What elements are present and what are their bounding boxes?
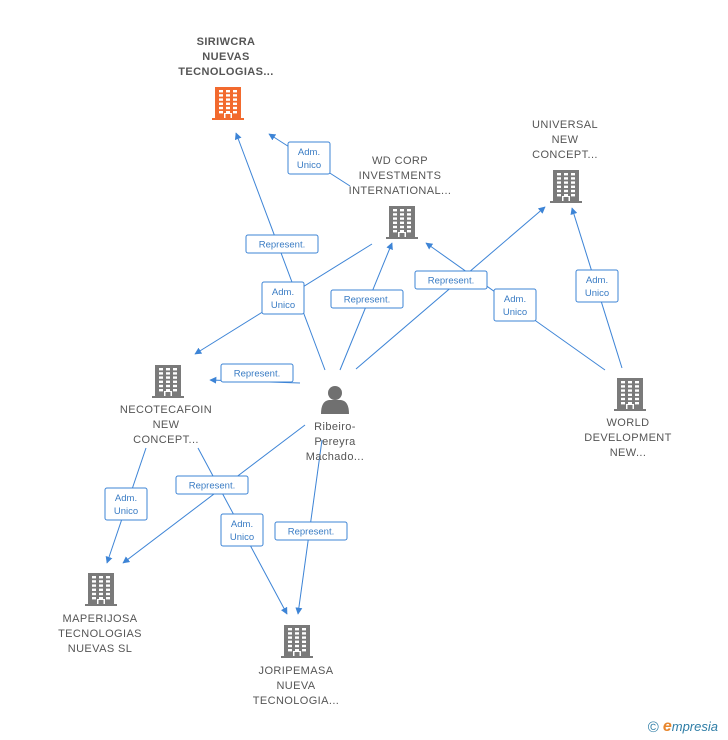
edge-label-box (414, 270, 488, 290)
building-icon[interactable] (550, 170, 582, 203)
edge-label: Represent. (220, 363, 294, 383)
copyright-symbol: © (647, 718, 659, 736)
edge-label-box (104, 487, 148, 521)
edge-label: Adm. Unico (493, 288, 537, 322)
edge-label-text: Unico (114, 506, 138, 517)
edge-label-text: Adm. (504, 294, 526, 305)
edge-label-box (274, 521, 348, 541)
edge-label-text: Represent. (234, 369, 280, 380)
edge-label-box (575, 269, 619, 303)
node-label-world[interactable]: WORLD DEVELOPMENT NEW... (584, 417, 672, 459)
edge-label-text: Adm. (115, 493, 137, 504)
edge-label: Represent. (330, 289, 404, 309)
edge-label-text: Unico (297, 160, 321, 171)
edge-label-box (220, 513, 264, 547)
edge-label-box (220, 363, 294, 383)
edge-label-text: Represent. (428, 276, 474, 287)
footer-brand: © empresia (648, 718, 718, 736)
edge-label: Represent. (175, 475, 249, 495)
node-label-person[interactable]: Ribeiro- Pereyra Machado... (305, 421, 365, 463)
edge-label: Adm. Unico (575, 269, 619, 303)
edge-label-text: Unico (271, 300, 295, 311)
edge-label-text: Unico (503, 307, 527, 318)
edge-label: Adm. Unico (261, 281, 305, 315)
building-icon[interactable] (281, 625, 313, 658)
building-icon[interactable] (212, 87, 244, 120)
building-icon[interactable] (614, 378, 646, 411)
edge-label: Represent. (414, 270, 488, 290)
node-label-necotecafoin[interactable]: NECOTECAFOIN NEW CONCEPT... (119, 404, 213, 446)
building-icon[interactable] (386, 206, 418, 239)
edge-label-text: Unico (585, 288, 609, 299)
building-icon[interactable] (152, 365, 184, 398)
edge-label-text: Represent. (344, 295, 390, 306)
node-label-siriwcra[interactable]: SIRIWCRA NUEVAS TECNOLOGIAS... (178, 36, 274, 78)
edge-label: Adm. Unico (287, 141, 331, 175)
edge-label-text: Adm. (272, 287, 294, 298)
edge-label-text: Represent. (189, 481, 235, 492)
node-label-joripemasa[interactable]: JORIPEMASA NUEVA TECNOLOGIA... (252, 665, 340, 707)
edge-label: Adm. Unico (104, 487, 148, 521)
edge-label: Adm. Unico (220, 513, 264, 547)
person-icon[interactable] (321, 386, 349, 414)
node-label-universal[interactable]: UNIVERSAL NEW CONCEPT... (532, 119, 598, 161)
edge-label: Represent. (245, 234, 319, 254)
edge-label-box (245, 234, 319, 254)
brand-logo: empresia (662, 718, 718, 735)
building-icon[interactable] (85, 573, 117, 606)
edge-label-box (330, 289, 404, 309)
edge-label-text: Unico (230, 532, 254, 543)
edge-label-text: Adm. (298, 147, 320, 158)
edge-label-text: Adm. (586, 275, 608, 286)
edge-label-box (287, 141, 331, 175)
node-label-maperijosa[interactable]: MAPERIJOSA TECNOLOGIAS NUEVAS SL (58, 613, 142, 655)
edge-label-box (493, 288, 537, 322)
edge-label-text: Adm. (231, 519, 253, 530)
edge-label-box (261, 281, 305, 315)
edge-label-text: Represent. (288, 527, 334, 538)
node-label-wdcorp[interactable]: WD CORP INVESTMENTS INTERNATIONAL... (348, 155, 452, 197)
edge-label-text: Represent. (259, 240, 305, 251)
edge-label-box (175, 475, 249, 495)
edge-label: Represent. (274, 521, 348, 541)
